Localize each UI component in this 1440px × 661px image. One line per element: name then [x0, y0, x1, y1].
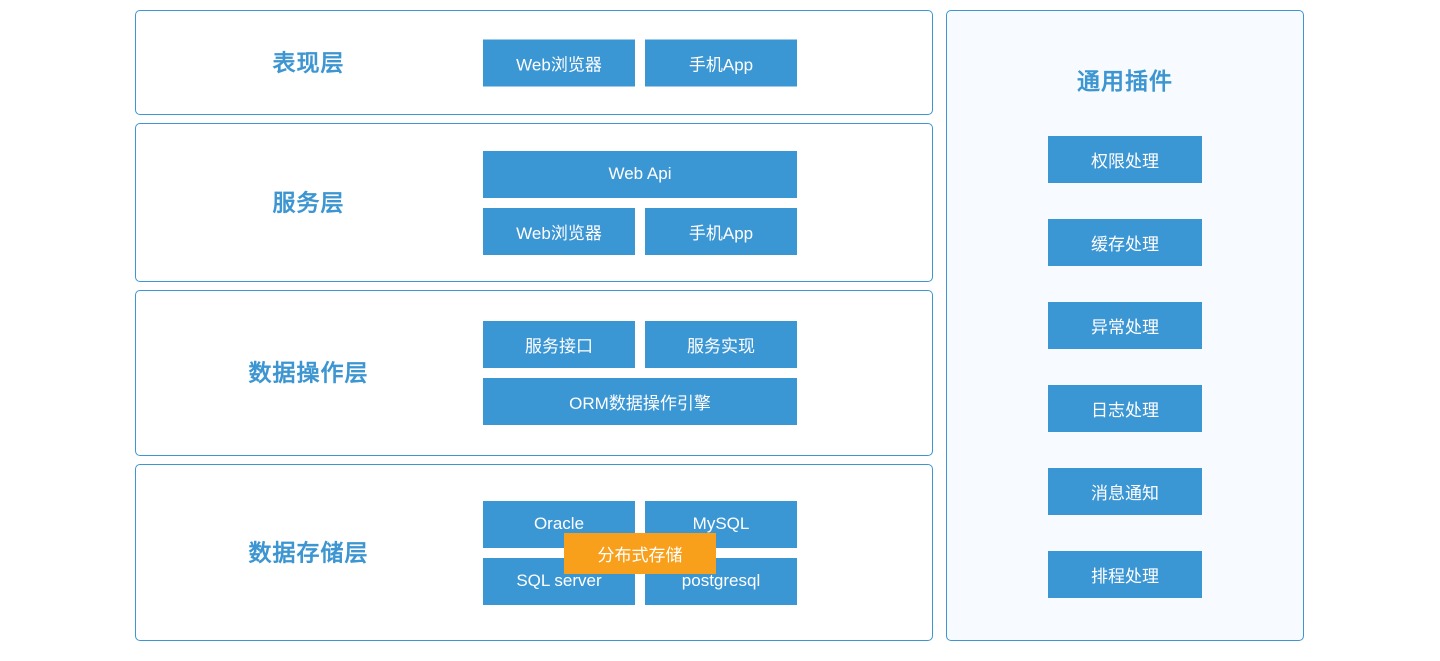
layer-node[interactable]: 服务实现	[645, 321, 797, 368]
layer-panel-inner: 表现层 Web浏览器手机App	[136, 11, 932, 114]
layer-node[interactable]: SQL server	[483, 557, 635, 605]
plugin-node[interactable]: 缓存处理	[1048, 219, 1202, 266]
distributed-storage-overlay-node[interactable]: 分布式存储	[564, 532, 716, 574]
layer-node[interactable]: postgresql	[645, 557, 797, 605]
layer-panel-1: 表现层 Web浏览器手机App	[135, 10, 933, 115]
plugin-node[interactable]: 消息通知	[1048, 468, 1202, 515]
plugins-panel-title: 通用插件	[1077, 68, 1173, 94]
layer-node[interactable]: Web Api	[483, 150, 797, 198]
layer-node[interactable]: 手机App	[645, 207, 797, 255]
common-plugins-panel: 通用插件 权限处理缓存处理异常处理日志处理消息通知排程处理	[946, 10, 1304, 641]
layer-node[interactable]: 手机App	[645, 39, 797, 86]
layer-panel-3: 数据操作层 服务接口服务实现 ORM数据操作引擎	[135, 290, 933, 456]
plugin-node[interactable]: 权限处理	[1048, 136, 1202, 183]
layer-node-area: Web浏览器手机App	[483, 11, 797, 114]
layer-title: 数据存储层	[248, 539, 369, 565]
plugins-list: 权限处理缓存处理异常处理日志处理消息通知排程处理	[947, 136, 1303, 598]
layer-node-grid: Web浏览器手机App	[483, 39, 797, 86]
layer-panel-inner: 数据操作层 服务接口服务实现 ORM数据操作引擎	[136, 291, 932, 455]
layer-node[interactable]: ORM数据操作引擎	[483, 378, 797, 425]
plugin-node[interactable]: 日志处理	[1048, 385, 1202, 432]
layer-title: 服务层	[272, 189, 345, 215]
layer-node[interactable]: Oracle	[483, 500, 635, 548]
plugin-node[interactable]: 排程处理	[1048, 551, 1202, 598]
layer-title: 表现层	[272, 49, 345, 75]
layer-node[interactable]: 服务接口	[483, 321, 635, 368]
layer-node[interactable]: Web浏览器	[483, 207, 635, 255]
layer-node-grid: 服务接口服务实现 ORM数据操作引擎	[483, 321, 797, 425]
layer-node[interactable]: Web浏览器	[483, 39, 635, 86]
layer-node-area: 服务接口服务实现 ORM数据操作引擎	[483, 291, 797, 455]
layer-title: 数据操作层	[248, 359, 369, 386]
plugin-node[interactable]: 异常处理	[1048, 302, 1202, 349]
